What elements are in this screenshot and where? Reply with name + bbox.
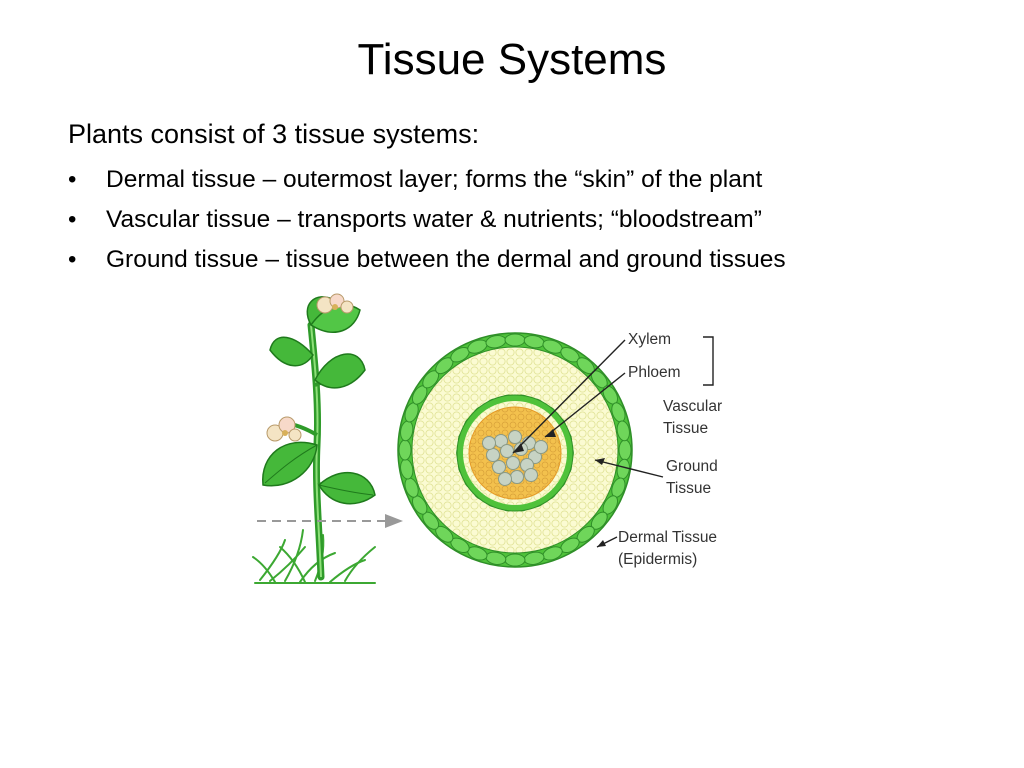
phloem-region <box>468 406 562 500</box>
xylem-cell <box>500 444 514 458</box>
dermal-label-line1: Dermal Tissue <box>618 529 717 546</box>
xylem-cells <box>482 430 548 486</box>
bullet-item-dermal: • Dermal tissue – outermost layer; forms… <box>68 160 786 200</box>
bullet-icon: • <box>68 206 77 233</box>
bullet-item-vascular: • Vascular tissue – transports water & n… <box>68 200 786 240</box>
epidermis-cell <box>504 333 526 347</box>
bullet-icon: • <box>68 166 77 193</box>
xylem-cell <box>492 460 506 474</box>
xylem-cell <box>508 430 522 444</box>
vascular-label-line2: Tissue <box>663 420 708 437</box>
intro-text: Plants consist of 3 tissue systems: <box>68 119 480 149</box>
bullet-icon: • <box>68 246 77 273</box>
ground-label-line2: Tissue <box>666 480 711 497</box>
xylem-label: Xylem <box>628 331 671 348</box>
plant-illustration <box>252 293 403 584</box>
vascular-bracket <box>703 336 714 386</box>
phloem-pointer <box>544 372 626 438</box>
xylem-cell <box>534 440 548 454</box>
grass-icon <box>252 529 376 584</box>
flower-icon <box>316 293 354 314</box>
phloem-label: Phloem <box>628 364 681 381</box>
xylem-cell <box>524 468 538 482</box>
leaf-icon <box>262 441 318 487</box>
epidermis-cell <box>398 439 412 461</box>
xylem-cell <box>498 472 512 486</box>
bullet-text: Dermal tissue – outermost layer; forms t… <box>106 166 763 193</box>
bullet-list: • Dermal tissue – outermost layer; forms… <box>68 160 786 280</box>
xylem-cell <box>486 448 500 462</box>
epidermis-cell <box>504 553 526 567</box>
xylem-cell <box>482 436 496 450</box>
plant-tissue-svg: Xylem Phloem Vascular Tissue Ground Tiss… <box>252 293 722 584</box>
xylem-pointer <box>512 339 626 454</box>
xylem-cell <box>506 456 520 470</box>
section-arrow-icon <box>385 514 403 528</box>
plant-tissue-figure: Xylem Phloem Vascular Tissue Ground Tiss… <box>245 285 775 595</box>
bullet-text: Vascular tissue – transports water & nut… <box>106 206 762 233</box>
ground-pointer <box>594 459 664 478</box>
flower-icon <box>266 416 302 442</box>
epidermis-cell <box>618 439 632 461</box>
leaf-icon <box>318 471 376 505</box>
dermal-label-line2: (Epidermis) <box>618 551 697 568</box>
bullet-item-ground: • Ground tissue – tissue between the der… <box>68 240 786 280</box>
ground-label-line1: Ground <box>666 458 718 475</box>
bullet-text: Ground tissue – tissue between the derma… <box>106 246 786 273</box>
leaf-icon <box>269 336 314 367</box>
vascular-label-line1: Vascular <box>663 398 722 415</box>
xylem-cell <box>510 470 524 484</box>
slide-title: Tissue Systems <box>357 35 667 84</box>
epidermis-cell <box>616 420 630 442</box>
leaf-icon <box>314 353 366 389</box>
